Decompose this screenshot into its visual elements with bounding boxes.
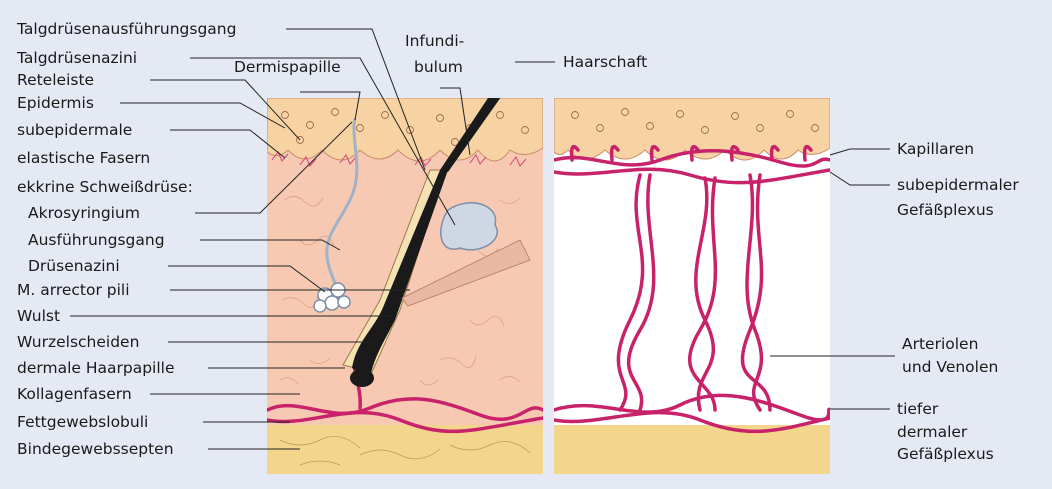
label-arteriolen-line1: Arteriolen [902,334,978,354]
label-subepidermale-line2: elastische Fasern [17,148,150,168]
label-arteriolen-line2: und Venolen [902,357,998,377]
label-talgdruesenausfuehrungsgang: Talgdrüsenausführungsgang [17,19,236,39]
label-reteleiste: Reteleiste [17,70,94,90]
label-subepidermaler-line1: subepidermaler [897,175,1019,195]
right-skin-panel [554,98,830,474]
label-epidermis: Epidermis [17,93,94,113]
label-infundibulum-line2: bulum [414,57,463,77]
label-infundibulum-line1: Infundi- [405,31,464,51]
epidermis-layer [267,98,543,161]
label-dermale-haarpapille: dermale Haarpapille [17,358,175,378]
hair-bulb [350,369,374,387]
label-tiefer-line3: Gefäßplexus [897,444,994,464]
label-bindegewebssepten: Bindegewebssepten [17,439,174,459]
label-druesenazini: Drüsenazini [28,256,120,276]
label-subepidermaler-line2: Gefäßplexus [897,200,994,220]
label-tiefer-line2: dermaler [897,422,967,442]
label-kapillaren: Kapillaren [897,139,974,159]
label-ekkrine-schweissdruese: ekkrine Schweißdrüse: [17,177,193,197]
label-kollagenfasern: Kollagenfasern [17,384,132,404]
label-haarschaft: Haarschaft [563,52,647,72]
label-dermispapille: Dermispapille [234,57,341,77]
fat-layer [267,425,543,474]
sebaceous-gland [441,203,497,250]
fat-layer-right [554,425,830,474]
left-skin-panel [267,50,543,474]
label-wurzelscheiden: Wurzelscheiden [17,332,139,352]
label-fettgewebslobuli: Fettgewebslobuli [17,412,148,432]
label-talgdruesenazini: Talgdrüsenazini [17,48,137,68]
label-wulst: Wulst [17,306,60,326]
label-akrosyringium: Akrosyringium [28,203,140,223]
label-m-arrector-pili: M. arrector pili [17,280,130,300]
label-ausfuehrungsgang: Ausführungsgang [28,230,165,250]
label-tiefer-line1: tiefer [897,399,938,419]
label-subepidermale-line1: subepidermale [17,120,132,140]
